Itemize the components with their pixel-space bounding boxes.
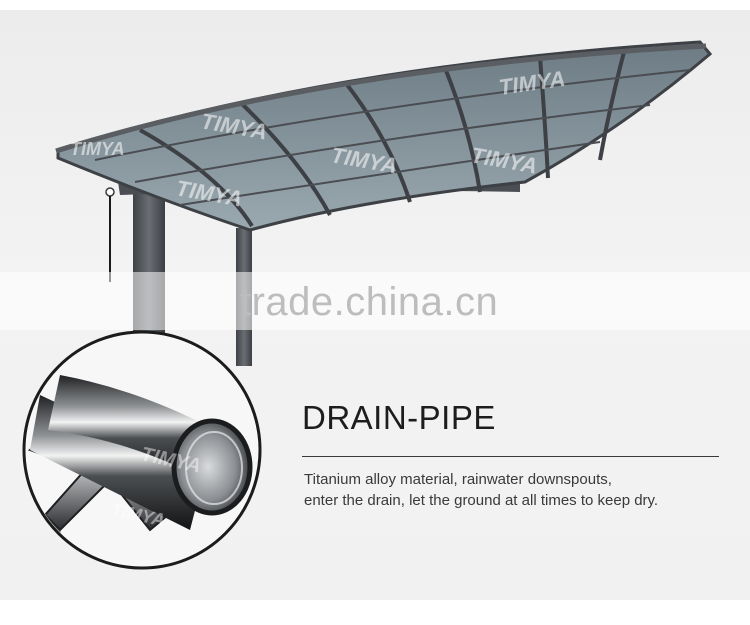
description-line: Titanium alloy material, rainwater downs… xyxy=(304,471,612,488)
product-description: Titanium alloy material, rainwater downs… xyxy=(304,469,724,511)
title-divider xyxy=(302,456,719,457)
description-line: enter the drain, let the ground at all t… xyxy=(304,492,659,509)
callout-marker xyxy=(105,187,115,197)
watermark-band xyxy=(0,272,750,330)
product-title: DRAIN-PIPE xyxy=(302,399,496,436)
roof-front-edge xyxy=(55,43,707,154)
drain-pipe-closeup xyxy=(26,334,258,566)
roof-purlins xyxy=(94,69,691,206)
carport-illustration xyxy=(0,40,750,570)
site-watermark: trade.china.cn xyxy=(240,280,499,324)
product-image-canvas: trade.china.cn TIMYA TIMYA TIMYA TIMYA T… xyxy=(0,10,750,600)
